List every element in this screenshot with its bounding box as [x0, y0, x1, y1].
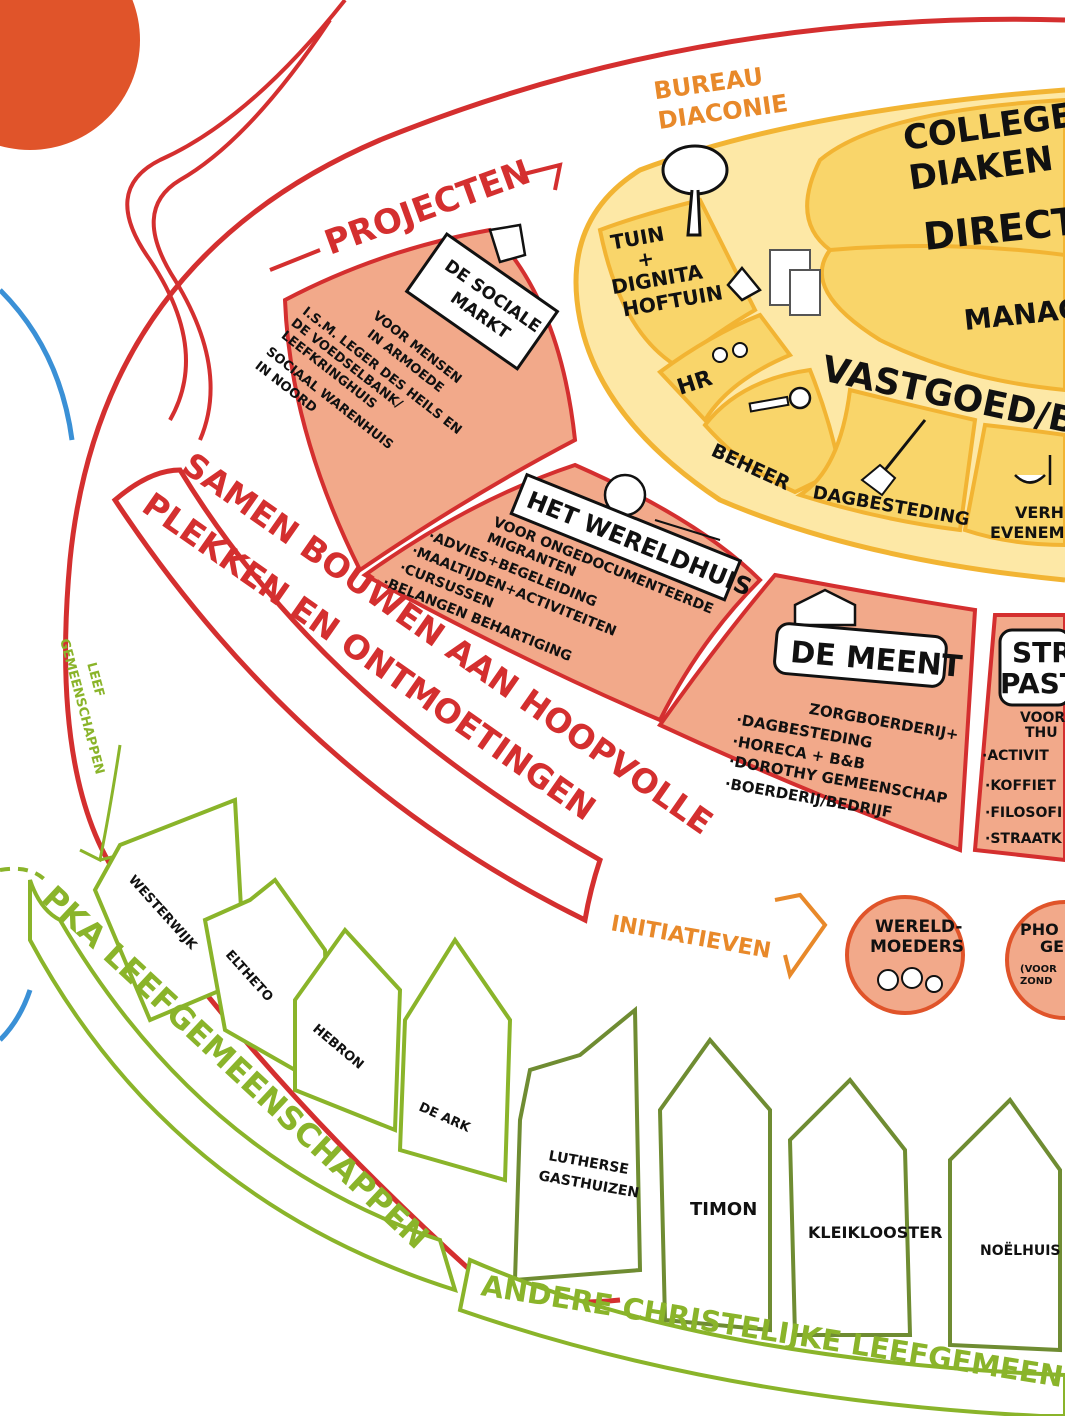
projecten-bracket	[269, 162, 563, 272]
photo-label: PHO GE (VOOR ZOND	[1020, 920, 1065, 987]
svg-text:STR PAST: STR PAST	[1000, 636, 1065, 700]
andere-house-label-1: TIMON	[690, 1199, 757, 1220]
samen-banner	[111, 467, 604, 924]
straatpastoraat-title-2: PAST	[1000, 667, 1065, 700]
andere-houses	[512, 1005, 1062, 1353]
buildings-icon	[769, 249, 821, 316]
straatpastoraat-title-box: STR PAST	[998, 628, 1065, 707]
broom-icon	[860, 419, 927, 497]
dashed-green-line	[0, 866, 47, 882]
red-stream-1	[125, 0, 347, 421]
andere-house-label-3: NOËLHUIS	[980, 1242, 1060, 1259]
sociale-markt-title-box: DE SOCIALE MARKT	[404, 231, 560, 371]
initiatieven-label: INITIATIEVEN	[609, 911, 773, 964]
mothers-icon	[877, 967, 943, 993]
college-label: COLLEGE V DIAKEN	[901, 88, 1065, 198]
tree-icon	[661, 144, 729, 237]
andere-house-label-2: KLEIKLOOSTER	[808, 1223, 942, 1242]
segment-verhuur[interactable]	[962, 422, 1065, 548]
gem-icon	[726, 266, 762, 302]
segment-verhuur-label: VERHU EVENEM	[990, 503, 1065, 542]
key-icon	[748, 386, 812, 413]
straatpastoraat-lines: VOOR THU ·ACTIVIT ·KOFFIET ·FILOSOFI ·ST…	[982, 710, 1065, 847]
house-de-ark[interactable]	[397, 936, 513, 1183]
house-lutherse[interactable]	[512, 1005, 643, 1283]
puzzle-line	[829, 244, 1065, 257]
meent-title-box: DE MEENT	[773, 622, 964, 688]
blue-arc-top	[0, 288, 75, 441]
blue-arc-bottom	[0, 989, 33, 1042]
segment-dagbesteding[interactable]	[795, 387, 978, 533]
photo-circle[interactable]	[1005, 900, 1065, 1020]
corner-circle	[0, 0, 140, 150]
pka-band	[28, 879, 459, 1294]
tableware-icon	[1014, 455, 1052, 485]
pka-houses	[92, 797, 513, 1183]
basket-icon	[488, 223, 527, 264]
straatpastoraat-title-1: STR	[1012, 636, 1065, 669]
house-hebron[interactable]	[293, 926, 403, 1133]
initiatieven-arrow	[774, 892, 828, 980]
segment-hr[interactable]	[657, 312, 794, 424]
house-noelhuis[interactable]	[948, 1096, 1062, 1353]
farm-icon	[793, 588, 857, 627]
andere-band	[457, 1257, 1065, 1416]
people-icon	[712, 342, 748, 363]
house-westerwijk[interactable]	[92, 797, 248, 1023]
house-timon[interactable]	[657, 1036, 772, 1333]
red-stream-2	[151, 18, 332, 441]
house-kleiklooster[interactable]	[787, 1076, 913, 1337]
outer-red-oval	[63, 16, 1065, 1305]
wereldmoeders-label: WERELD- MOEDERS	[870, 917, 968, 957]
bureau-label: BUREAU DIACONIE	[652, 59, 790, 135]
